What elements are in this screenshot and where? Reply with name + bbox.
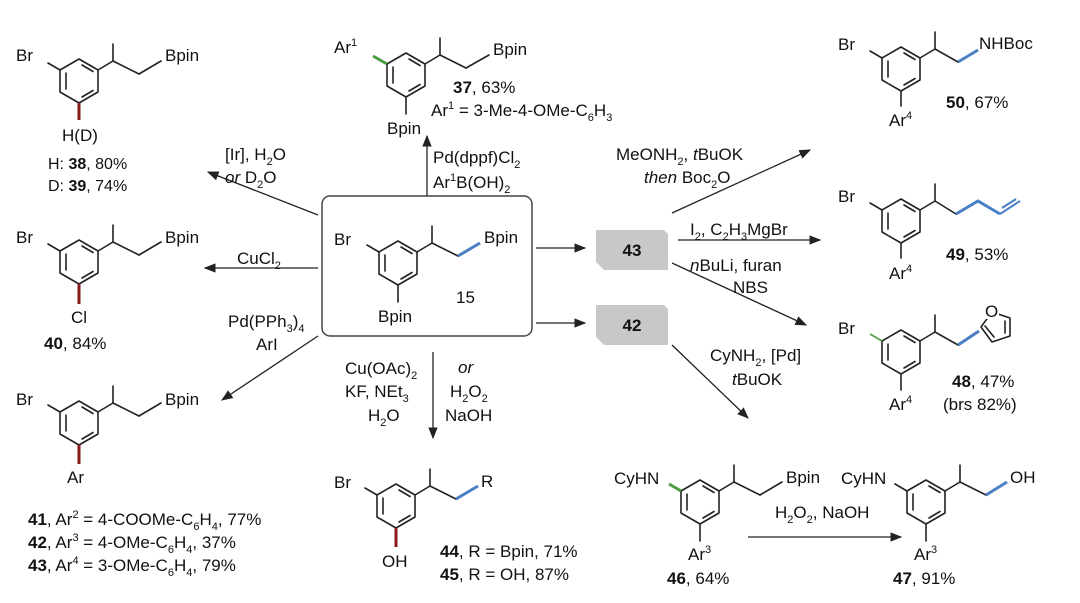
c44-r: R (481, 472, 493, 491)
c47-yield: 47, 91% (893, 569, 955, 588)
reagent-nbs: NBS (733, 278, 768, 297)
compound-47: CyHN OH Ar3 47, 91% (841, 464, 1036, 588)
c40-br: Br (16, 228, 33, 247)
reagent-pd-pph3: Pd(PPh3)4 (228, 312, 305, 335)
reagent-h2o: H2O (368, 406, 400, 429)
reagent-nbuli-furan: nBuLi, furan (690, 256, 782, 275)
c49-ar: Ar4 (889, 263, 912, 283)
c48-yield: 48, 47% (952, 372, 1014, 391)
reagent-h2o2: H2O2 (450, 382, 488, 405)
c40-yield: 40, 84% (44, 334, 106, 353)
c37-bpin-bottom: Bpin (387, 119, 421, 138)
arrow-to-48 (671, 262, 808, 326)
reagent-ari: ArI (256, 335, 278, 354)
reaction-arrows (203, 134, 903, 542)
c49-br: Br (838, 187, 855, 206)
tag-42: 42 (596, 305, 668, 345)
c46-ar: Ar3 (688, 544, 711, 564)
reagent-h2o2-naoh: H2O2, NaOH (775, 503, 869, 526)
c46-yield: 46, 64% (667, 569, 729, 588)
c46-bpin: Bpin (786, 468, 820, 487)
c48-ar: Ar4 (889, 394, 912, 414)
c41-bpin: Bpin (165, 390, 199, 409)
c49-yield: 49, 53% (946, 245, 1008, 264)
center-bpin-label: Bpin (484, 228, 518, 247)
compound-41-43: Br Bpin Ar 41, Ar2 = 4-COOMe-C6H4, 77%42… (16, 385, 261, 579)
c45-yield: 45, R = OH, 87% (440, 565, 569, 584)
reagent-cucl2: CuCl2 (237, 249, 281, 272)
c41-ar: Ar (67, 468, 84, 487)
reagent-then-boc2o: then Boc2O (644, 168, 730, 191)
compound-46: CyHN Bpin Ar3 46, 64% (614, 464, 820, 588)
reagent-i2-vinylmgbr: I2, C2H3MgBr (690, 220, 788, 243)
c41-yield-line: 43, Ar4 = 3-OMe-C6H4, 79% (28, 555, 236, 579)
c48-furan-o: O (985, 302, 998, 321)
compound-44-45: Br R OH 44, R = Bpin, 71% 45, R = OH, 87… (334, 468, 578, 584)
compound-40: Br Bpin Cl 40, 84% (16, 224, 199, 353)
reagent-labels: [Ir], H2O or D2O Pd(dppf)Cl2 Ar1B(OH)2 C… (225, 145, 869, 526)
compound-48: O Br Ar4 48, 47% (brs 82%) (838, 302, 1017, 414)
reagent-kf-net3: KF, NEt3 (345, 382, 409, 405)
c38-br: Br (16, 46, 33, 65)
c41-yield-line: 42, Ar3 = 4-OMe-C6H4, 37% (28, 532, 236, 556)
reagent-ar1-boronic: Ar1B(OH)2 (433, 172, 510, 196)
c44-oh: OH (382, 552, 408, 571)
c44-yield: 44, R = Bpin, 71% (440, 542, 578, 561)
reagent-or: or (458, 358, 474, 377)
c47-oh: OH (1010, 468, 1036, 487)
reagent-tbuok: tBuOK (732, 370, 783, 389)
reagent-cynh2-pd: CyNH2, [Pd] (710, 346, 801, 369)
c38-yield-line: H: 38, 80% (48, 156, 127, 173)
c37-ar-definition: Ar1 = 3-Me-4-OMe-C6H3 (431, 100, 612, 124)
c50-br: Br (838, 35, 855, 54)
arrow-to-41 (221, 335, 319, 401)
reagent-pd-dppf: Pd(dppf)Cl2 (433, 148, 520, 171)
c38-sub: H(D) (62, 126, 98, 145)
compound-37: Ar1 Bpin Bpin 37, 63% Ar1 = 3-Me-4-OMe-C… (334, 37, 612, 138)
c44-br: Br (334, 473, 351, 492)
c38-bpin: Bpin (165, 46, 199, 65)
arrow-to-38 (206, 171, 319, 216)
tag-43: 43 (596, 230, 668, 270)
reagent-naoh: NaOH (445, 406, 492, 425)
c50-nhboc: NHBoc (979, 34, 1033, 53)
c48-br: Br (838, 319, 855, 338)
c40-bpin: Bpin (165, 228, 199, 247)
compound-49: Br Ar4 49, 53% (838, 183, 1021, 283)
center-compound-number: 15 (456, 288, 475, 307)
c46-cyhn: CyHN (614, 469, 659, 488)
compound-38-39: Br Bpin H(D) H: 38, 80% D: 39, 74% (16, 43, 199, 195)
reagent-cuoac: Cu(OAc)2 (345, 359, 417, 382)
c50-ar: Ar4 (889, 110, 912, 130)
center-bpin-bottom-label: Bpin (378, 307, 412, 326)
c41-yield-list: 41, Ar2 = 4-COOMe-C6H4, 77%42, Ar3 = 4-O… (28, 509, 261, 579)
tag-43-label: 43 (623, 241, 642, 260)
c37-bpin: Bpin (493, 40, 527, 59)
c37-ar1: Ar1 (334, 37, 357, 57)
c47-ar: Ar3 (914, 544, 937, 564)
c40-cl: Cl (71, 308, 87, 327)
arrow-to-46 (671, 344, 749, 419)
c41-br: Br (16, 390, 33, 409)
starting-material-15: Br Bpin Bpin 15 (321, 195, 533, 337)
starting-material-box (321, 195, 533, 337)
reagent-meonh2: MeONH2, tBuOK (616, 145, 744, 168)
arrow-to-50 (671, 149, 812, 214)
c50-yield: 50, 67% (946, 93, 1008, 112)
c37-yield: 37, 63% (453, 78, 515, 97)
reagent-ir-d2o: or D2O (225, 168, 276, 191)
c47-cyhn: CyHN (841, 469, 886, 488)
c48-brs: (brs 82%) (943, 395, 1017, 414)
center-br-label: Br (334, 230, 351, 249)
c39-yield-line: D: 39, 74% (48, 178, 127, 195)
compound-50: Br NHBoc Ar4 50, 67% (838, 31, 1033, 130)
c41-yield-line: 41, Ar2 = 4-COOMe-C6H4, 77% (28, 509, 261, 533)
tag-42-label: 42 (623, 316, 642, 335)
reagent-ir: [Ir], H2O (225, 145, 286, 168)
